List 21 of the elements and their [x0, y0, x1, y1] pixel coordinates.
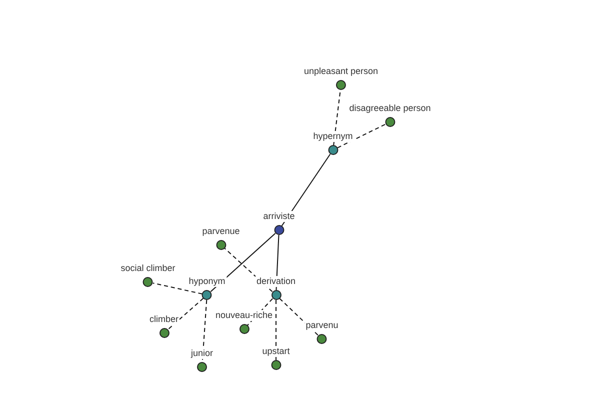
dashed-connector [337, 124, 386, 148]
node-label: nouveau-riche [214, 310, 274, 321]
dashed-connector [246, 298, 274, 326]
node-label: parvenu [304, 320, 340, 331]
node-label: social climber [120, 263, 176, 274]
node-label: derivation [255, 276, 297, 287]
node-label: unpleasant person [302, 66, 380, 77]
node-label: parvenue [201, 226, 241, 237]
node-label: arriviste [262, 211, 296, 222]
dashed-connector [167, 298, 204, 330]
node-label: climber [148, 314, 180, 325]
dashed-connector [224, 248, 273, 292]
connector-line [281, 154, 331, 226]
dashed-connector [279, 298, 319, 336]
node-label: upstart [261, 346, 291, 357]
node-label: junior [190, 348, 214, 359]
node-label: hypernym [312, 131, 354, 142]
dashed-connector [152, 282, 203, 294]
dashed-connector [202, 300, 208, 362]
node-label: disagreeable person [348, 103, 432, 114]
node-label: hyponym [188, 276, 226, 287]
